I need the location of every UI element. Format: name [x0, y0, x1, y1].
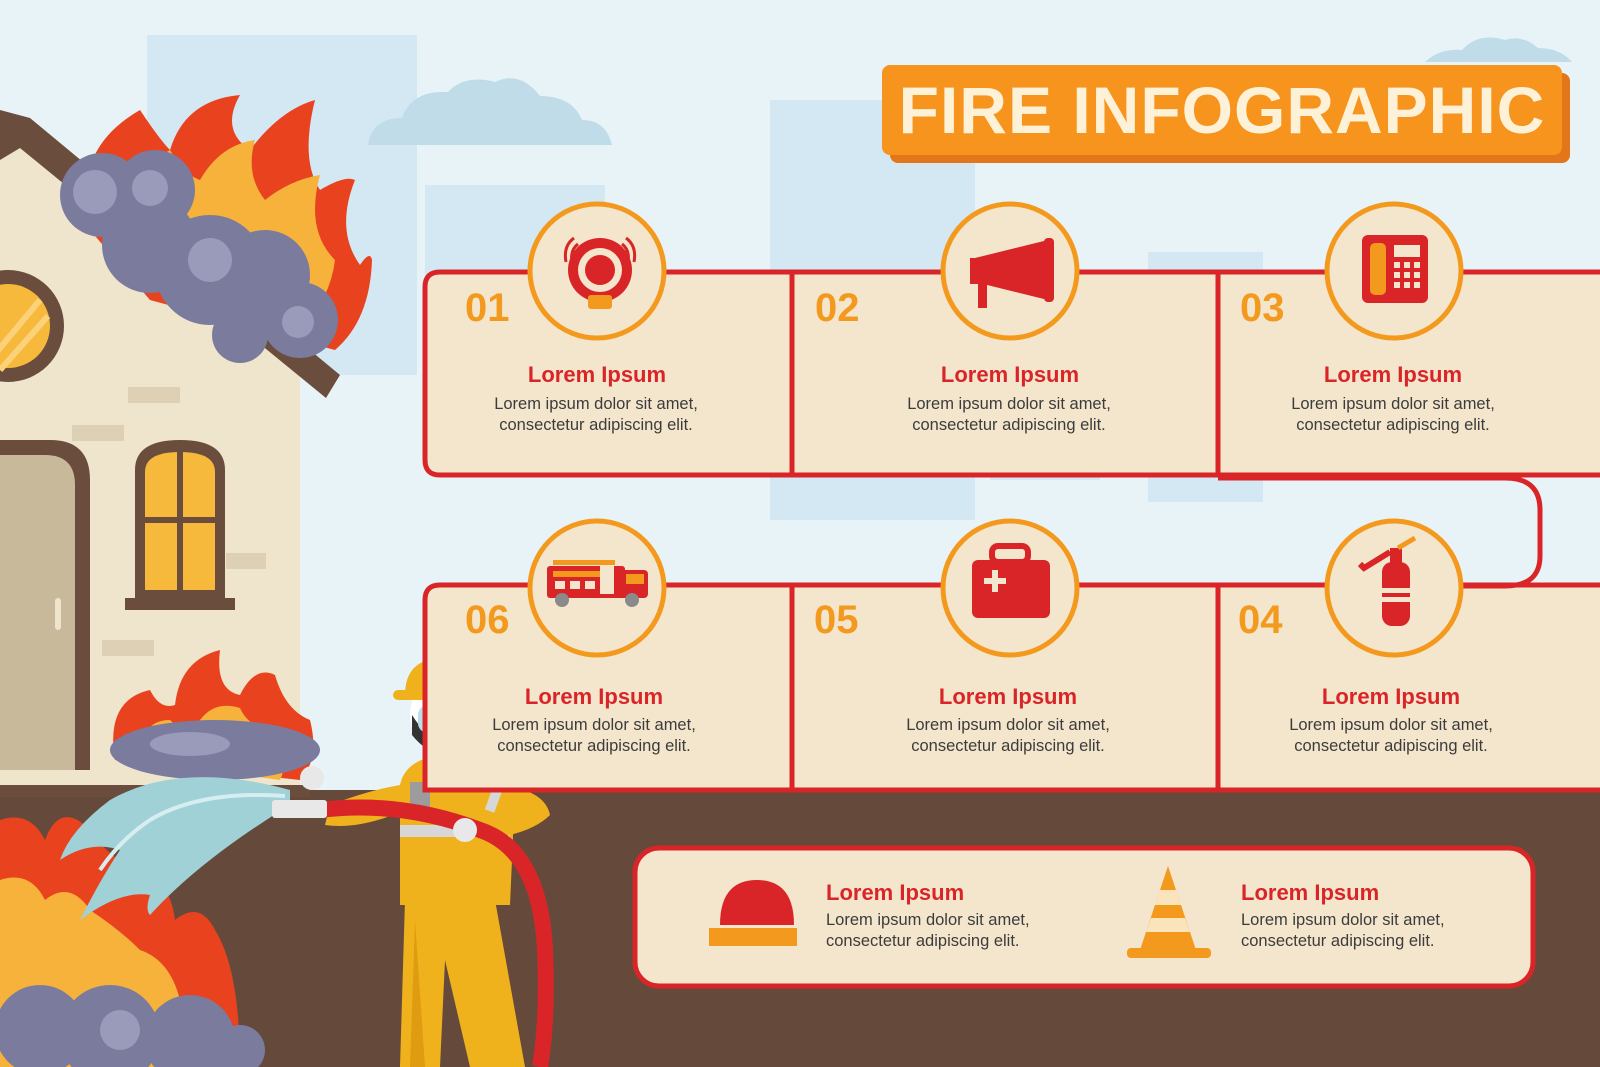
bottom-desc-1-line1: Lorem ipsum dolor sit amet,	[826, 911, 1030, 929]
step-desc-04-line1: Lorem ipsum dolor sit amet,	[1289, 716, 1493, 734]
step-title-01: Lorem Ipsum	[527, 362, 667, 387]
step-desc-06-line1: Lorem ipsum dolor sit amet,	[492, 716, 696, 734]
cloud-icon	[368, 78, 612, 145]
step-desc-05-line1: Lorem ipsum dolor sit amet,	[906, 716, 1110, 734]
step-number-06: 06	[465, 598, 510, 642]
steps-frame	[422, 269, 1600, 793]
step-desc-04-line2: consectetur adipiscing elit.	[1294, 737, 1488, 755]
step-title-02: Lorem Ipsum	[940, 362, 1080, 387]
step-number-03: 03	[1240, 286, 1285, 330]
fire-extinguisher-icon	[1357, 535, 1417, 626]
page-title: FIRE INFOGRAPHIC	[898, 73, 1546, 147]
step-desc-03-line2: consectetur adipiscing elit.	[1296, 416, 1490, 434]
ground-fire	[110, 650, 320, 780]
step-desc-05-line2: consectetur adipiscing elit.	[911, 737, 1105, 755]
step-desc-06-line2: consectetur adipiscing elit.	[497, 737, 691, 755]
step-number-04: 04	[1238, 598, 1283, 642]
step-desc-02-line2: consectetur adipiscing elit.	[912, 416, 1106, 434]
connector-loop	[1218, 475, 1543, 589]
emergency-phone-icon	[1362, 235, 1428, 303]
step-title-04: Lorem Ipsum	[1321, 684, 1461, 709]
first-aid-kit-icon	[972, 543, 1050, 618]
bottom-desc-2-line2: consectetur adipiscing elit.	[1241, 932, 1435, 950]
step-desc-03-line1: Lorem ipsum dolor sit amet,	[1291, 395, 1495, 413]
foreground-fire	[0, 817, 265, 1067]
panel-dividers	[789, 272, 1221, 790]
bottom-desc-1-line2: consectetur adipiscing elit.	[826, 932, 1020, 950]
step-number-05: 05	[814, 598, 859, 642]
traffic-cone-icon	[1127, 866, 1211, 958]
step-desc-01-line2: consectetur adipiscing elit.	[499, 416, 693, 434]
step-desc-01-line1: Lorem ipsum dolor sit amet,	[494, 395, 698, 413]
step-title-03: Lorem Ipsum	[1323, 362, 1463, 387]
megaphone-icon	[970, 238, 1054, 308]
bottom-panel	[632, 845, 1536, 989]
cloud-icon	[1425, 37, 1572, 62]
step-title-05: Lorem Ipsum	[938, 684, 1078, 709]
step-title-06: Lorem Ipsum	[524, 684, 664, 709]
bottom-title-2: Lorem Ipsum	[1241, 880, 1380, 905]
bottom-title-1: Lorem Ipsum	[826, 880, 965, 905]
bottom-desc-2-line1: Lorem ipsum dolor sit amet,	[1241, 911, 1445, 929]
step-desc-02-line1: Lorem ipsum dolor sit amet,	[907, 395, 1111, 413]
fire-alarm-icon	[563, 236, 637, 309]
step-number-01: 01	[465, 286, 510, 330]
smoke-cloud	[60, 150, 338, 363]
title-banner: FIRE INFOGRAPHIC	[882, 65, 1562, 155]
water-spray	[60, 777, 290, 920]
fire-truck-icon	[547, 560, 648, 607]
siren-light-icon	[709, 880, 797, 946]
step-number-02: 02	[815, 286, 860, 330]
